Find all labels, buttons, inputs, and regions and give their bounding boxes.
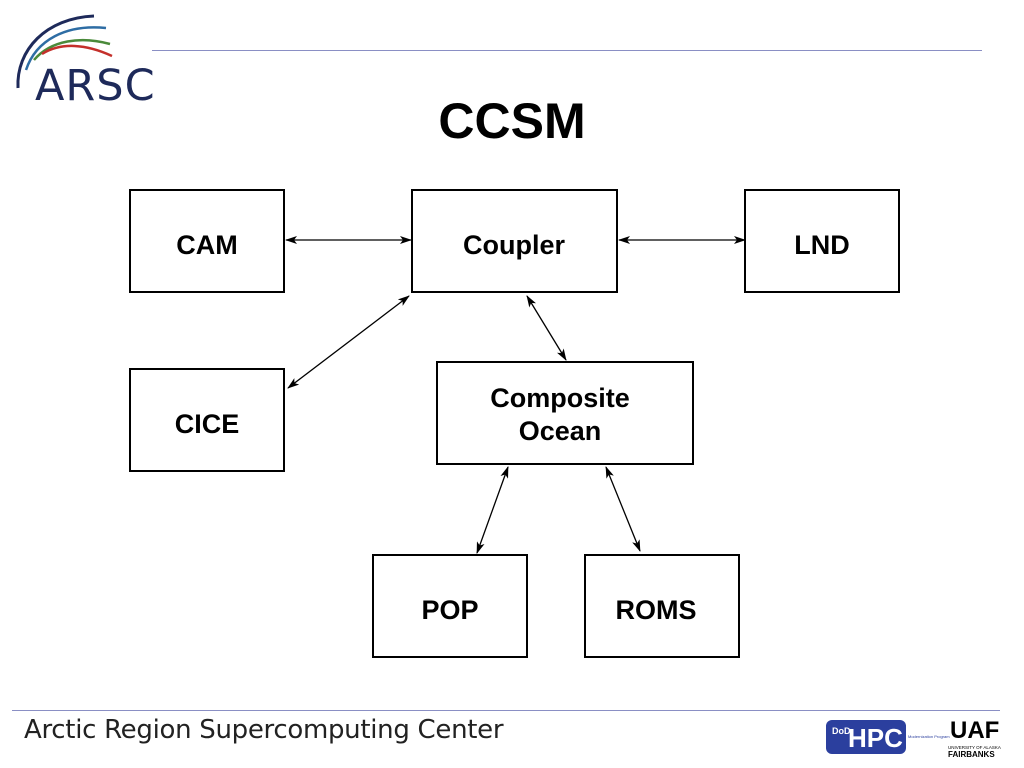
node-pop: POP (372, 554, 528, 658)
uaf-logo-caption1: UNIVERSITY OF ALASKA (948, 745, 1001, 750)
page-title: CCSM (438, 93, 586, 149)
hpc-logo: HPC DoD Modernization Program (826, 720, 950, 754)
logo-text: ARSC (35, 61, 156, 111)
footer-organization: Arctic Region Supercomputing Center (24, 715, 504, 745)
footer-rule (12, 710, 1000, 711)
uaf-logo-text: UAF (950, 717, 999, 744)
node-label-roms: ROMS (616, 595, 697, 625)
hpc-logo-subtext: DoD (832, 726, 851, 736)
hpc-logo-text: HPC (848, 723, 903, 753)
uaf-logo: UAF UNIVERSITY OF ALASKA FAIRBANKS (948, 717, 1001, 759)
node-label-cam: CAM (176, 230, 238, 260)
node-label-composite: Composite (490, 383, 630, 413)
node-label-ocean: Ocean (519, 416, 602, 446)
node-label-pop: POP (421, 595, 478, 625)
node-coupler: Coupler (411, 189, 618, 293)
edge-ocean-roms (605, 466, 641, 552)
node-label-cice: CICE (175, 409, 240, 439)
arsc-logo-arcs (16, 14, 113, 89)
node-lnd: LND (744, 189, 900, 293)
hpc-logo-caption: Modernization Program (908, 734, 950, 739)
node-composite-ocean: Composite Ocean (436, 361, 694, 465)
footer-logos: HPC DoD Modernization Program UAF UNIVER… (826, 717, 1001, 759)
node-roms: ROMS (584, 554, 740, 658)
node-label-coupler: Coupler (463, 230, 565, 260)
node-cice: CICE (129, 368, 285, 472)
edge-coupler-cice (287, 295, 410, 389)
node-cam: CAM (129, 189, 285, 293)
node-label-lnd: LND (794, 230, 850, 260)
arsc-logo: ARSC (6, 10, 155, 110)
edges (285, 236, 746, 554)
uaf-logo-caption2: FAIRBANKS (948, 750, 995, 759)
edge-ocean-pop (476, 466, 509, 554)
edge-coupler-ocean (526, 295, 567, 361)
header-rule (152, 50, 982, 51)
